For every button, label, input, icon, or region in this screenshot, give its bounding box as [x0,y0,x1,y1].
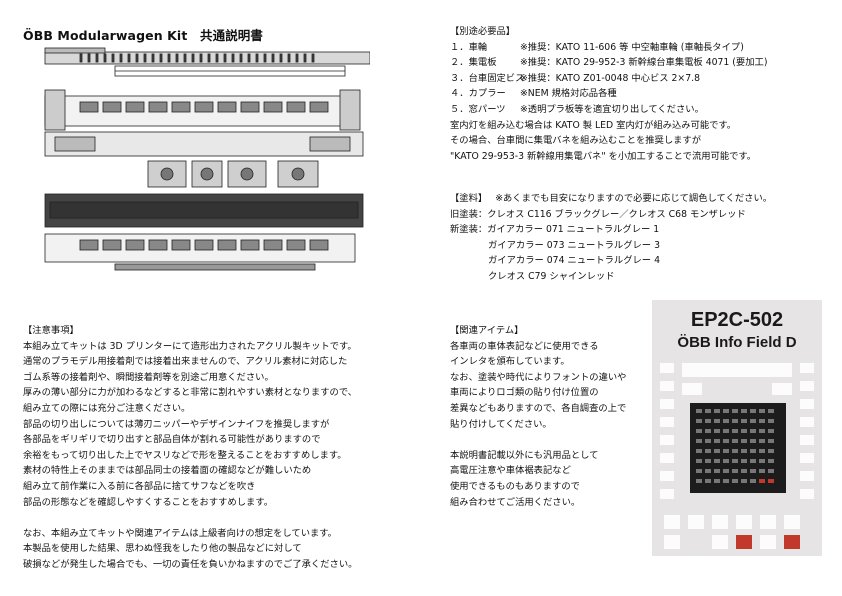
required-item: ５．窓パーツ ※透明プラ板等を適宜切り出してください。 [450,102,835,118]
paint-row: クレオス C79 シャインレッド [450,269,772,285]
related-line: 使用できるものもありますので [450,480,580,492]
related-items-section: 【関連アイテム】 各車両の車体表記などに使用できる インレタを頒布しています。 … [450,323,650,510]
caution-line: ゴム系等の接着剤や、瞬間接着剤等を別途ご用意ください。 [23,371,274,383]
required-item: ４．カプラー ※NEM 規格対応品各種 [450,86,835,102]
related-line: 各車両の車体表記などに使用できる [450,340,599,352]
required-item: １．車輪 ※推奨：KATO 11-606 等 中空軸車輪 (車軸長タイプ) [450,40,835,56]
required-item-label: ４．カプラー [450,88,506,100]
required-item-label: １．車輪 [450,41,488,53]
required-item-text: ※NEM 規格対応品各種 [520,88,617,100]
caution-line: 通常のプラモデル用接着剤では接着出来ませんので、アクリル素材に対応した [23,356,348,368]
caution-line: 本組み立てキットは 3D プリンターにて造形出力されたアクリル製キットです。 [23,340,357,352]
required-item-text: ※推奨：KATO Z01-0048 中心ビス 2×7.8 [520,72,701,84]
required-item: ３．台車固定ビス ※推奨：KATO Z01-0048 中心ビス 2×7.8 [450,71,835,87]
paint-colors: クレオス C116 ブラックグレー／クレオス C68 モンザレッド [487,208,746,220]
paint-scheme-label: 旧塗装： [450,208,488,220]
caution-line: 各部品をギリギリで切り出すと部品自体が割れる可能性がありますので [23,434,321,446]
required-items-heading: 【別途必要品】 [450,26,516,37]
paint-colors: ガイアカラー 074 ニュートラルグレー 4 [488,255,660,267]
product-code: EP2C-502 [690,309,784,331]
paint-note: ※あくまでも目安になりますので必要に応じて調色してください。 [495,193,773,204]
paint-row: 新塗装： ガイアカラー 071 ニュートラルグレー 1 [450,222,772,238]
paint-row: 旧塗装： クレオス C116 ブラックグレー／クレオス C68 モンザレッド [450,207,772,223]
paint-scheme-label: 新塗装： [450,224,488,236]
product-name: ÖBB Info Field D [677,334,797,351]
paint-row: ガイアカラー 073 ニュートラルグレー 3 [450,238,772,254]
caution-line: 余裕をもって切り出した上でヤスリなどで形を整えることをおすすめします。 [23,449,347,461]
related-line: 貼り付けしてください。 [450,418,552,430]
caution-line: 部品の切り出しについては薄刃ニッパーやデザインナイフを推奨しますが [23,418,330,430]
caution-section: 【注意事項】 本組み立てキットは 3D プリンターにて造形出力されたアクリル製キ… [23,323,433,573]
related-heading: 【関連アイテム】 [450,325,524,336]
required-items-section: 【別途必要品】 １．車輪 ※推奨：KATO 11-606 等 中空軸車輪 (車軸… [450,24,835,164]
disclaimer-line: 破損などが発生した場合でも、一切の責任を負いかねますのでご了承ください。 [23,558,358,570]
related-line: インレタを頒布しています。 [450,356,570,368]
paint-heading: 【塗料】 [450,193,488,204]
disclaimer-line: なお、本組み立てキットや関連アイテムは上級者向けの想定をしています。 [23,527,337,539]
decal-sheet-image: EP2C-502 ÖBB Info Field D [652,300,822,556]
lighting-note-line: 室内灯を組み込む場合は KATO 製 LED 室内灯が組み込み可能です。 [450,119,737,131]
paint-section: 【塗料】 ※あくまでも目安になりますので必要に応じて調色してください。 旧塗装：… [450,191,772,285]
paint-colors: クレオス C79 シャインレッド [488,270,615,282]
lighting-note-line: その場合、台車間に集電バネを組み込むことを推奨しますが [450,135,702,147]
required-item-label: ５．窓パーツ [450,103,506,115]
related-line: なお、塗装や時代によりフォントの違いや [450,371,627,383]
related-line: 車両によりロゴ類の貼り付け位置の [450,387,599,399]
related-line: 差異などもありますので、各自調査の上で [450,402,627,414]
required-item-text: ※透明プラ板等を適宜切り出してください。 [520,103,704,115]
related-line: 高電圧注意や車体裾表記など [450,465,571,477]
page-title: ÖBB Modularwagen Kit 共通説明書 [23,28,263,43]
caution-line: 組み立て前作業に入る前に各部品に捨てサフなどを吹き [23,480,256,492]
disclaimer-line: 本製品を使用した結果、思わぬ怪我をしたり他の製品などに対して [23,543,302,555]
caution-line: 素材の特性上そのままでは部品同士の接着面の確認などが難しいため [23,465,312,477]
caution-line: 部品の形態などを確認しやすくすることをおすすめします。 [23,496,273,508]
required-item-label: ２．集電板 [450,57,497,69]
lighting-note-line: "KATO 29-953-3 新幹線用集電バネ" を小加工することで流用可能です… [450,150,757,162]
required-item: ２．集電板 ※推奨：KATO 29-952-3 新幹線台車集電板 4071 (要… [450,55,835,71]
caution-line: 組み立ての際には充分ご注意ください。 [23,402,191,414]
related-line: 本説明書記載以外にも汎用品として [450,449,599,461]
paint-colors: ガイアカラー 073 ニュートラルグレー 3 [488,239,660,251]
caution-heading: 【注意事項】 [23,325,79,336]
paint-row: ガイアカラー 074 ニュートラルグレー 4 [450,253,772,269]
required-item-text: ※推奨：KATO 11-606 等 中空軸車輪 (車軸長タイプ) [520,41,744,53]
paint-colors: ガイアカラー 071 ニュートラルグレー 1 [487,224,660,236]
paint-heading-row: 【塗料】 ※あくまでも目安になりますので必要に応じて調色してください。 [450,191,772,207]
related-line: 組み合わせてご活用ください。 [450,496,581,508]
kit-parts-drawing [44,47,370,271]
decal-graphics [660,363,814,549]
required-item-label: ３．台車固定ビス [450,72,525,84]
required-item-text: ※推奨：KATO 29-952-3 新幹線台車集電板 4071 (要加工) [520,57,768,69]
caution-line: 厚みの薄い部分に力が加わるなどすると非常に割れやすい素材となりますので、 [23,387,358,399]
